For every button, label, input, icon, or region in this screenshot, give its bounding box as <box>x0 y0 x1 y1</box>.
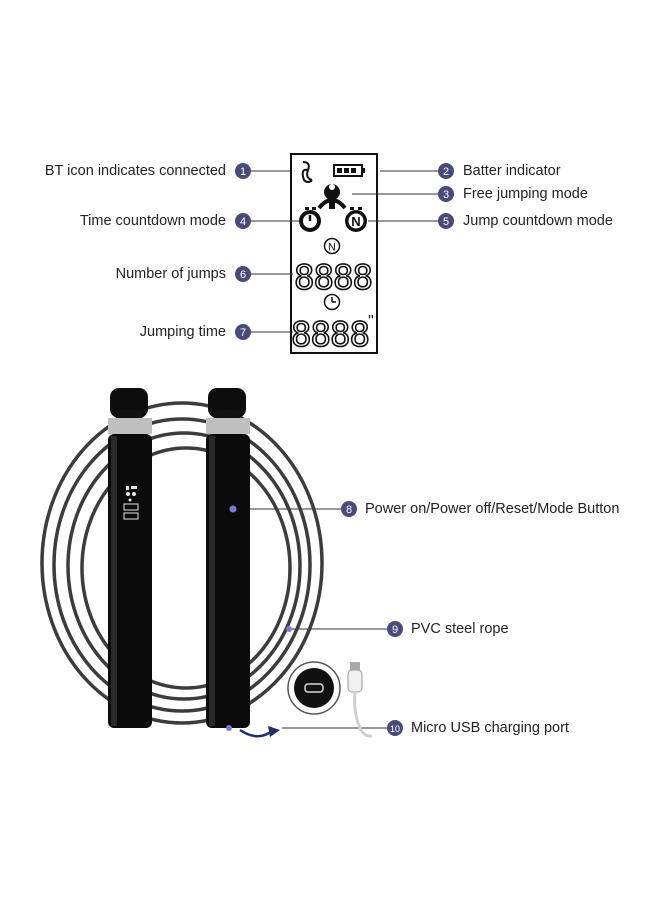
callout-badge-4: 4 <box>235 213 251 229</box>
callout-label-7: Jumping time <box>139 324 226 340</box>
svg-text:N: N <box>328 242 336 254</box>
jumps-digits: 8888 <box>294 258 372 298</box>
callout-number: 8 <box>346 504 352 516</box>
callout-badge-7: 7 <box>235 324 251 340</box>
svg-text:N: N <box>351 214 360 229</box>
handle-left <box>108 388 152 728</box>
callout-badge-8: 8 <box>341 501 357 517</box>
callout-label-5: Jump countdown mode <box>463 213 613 229</box>
callout-label-6: Number of jumps <box>115 266 226 282</box>
callout-number: 5 <box>443 216 449 228</box>
callout-number: 4 <box>240 216 246 228</box>
callout-label-8: Power on/Power off/Reset/Mode Button <box>365 501 620 517</box>
callout-badge-9: 9 <box>387 621 403 637</box>
callout-label-10: Micro USB charging port <box>411 720 569 736</box>
callout-badge-2: 2 <box>438 163 454 179</box>
rope <box>40 401 324 725</box>
callout-number: 3 <box>443 189 449 201</box>
handle-right <box>206 388 250 731</box>
callout-label-1: BT icon indicates connected <box>44 163 226 179</box>
usb-port-dot <box>226 725 232 731</box>
callout-number: 1 <box>240 166 246 178</box>
time-digits: 8888 <box>291 315 369 355</box>
free-jump-icon <box>317 184 347 210</box>
lcd-panel: N N 8888 8888 " <box>290 153 378 356</box>
callout-label-9: PVC steel rope <box>411 621 509 637</box>
mode-n-icon: N <box>323 237 341 255</box>
callout-badge-5: 5 <box>438 213 454 229</box>
callout-number: 7 <box>240 327 246 339</box>
callout-badge-10: 10 <box>387 720 403 736</box>
counter-icon: N <box>345 207 367 232</box>
usb-cable-icon <box>347 662 373 738</box>
callout-badge-3: 3 <box>438 186 454 202</box>
battery-icon <box>333 164 365 177</box>
bluetooth-icon <box>301 161 313 183</box>
callout-badge-1: 1 <box>235 163 251 179</box>
callout-number: 2 <box>443 166 449 178</box>
clock-icon <box>323 293 341 311</box>
timer-icon <box>299 207 321 232</box>
callout-number: 6 <box>240 269 246 281</box>
callout-label-3: Free jumping mode <box>463 186 588 202</box>
handle-mini-display <box>123 486 139 520</box>
callout-lines <box>238 170 438 729</box>
rope-dot <box>286 626 292 632</box>
callout-badge-6: 6 <box>235 266 251 282</box>
power-button-dot <box>229 505 237 513</box>
callout-number: 10 <box>390 724 400 734</box>
callout-label-2: Batter indicator <box>463 163 561 179</box>
callout-badges: 1 2 3 4 5 6 7 8 9 10 <box>235 163 454 736</box>
callout-label-4: Time countdown mode <box>79 213 226 229</box>
usb-arrow <box>239 726 280 738</box>
usb-port-icon <box>287 661 341 715</box>
time-suffix: " <box>368 313 374 330</box>
callout-number: 9 <box>392 624 398 636</box>
